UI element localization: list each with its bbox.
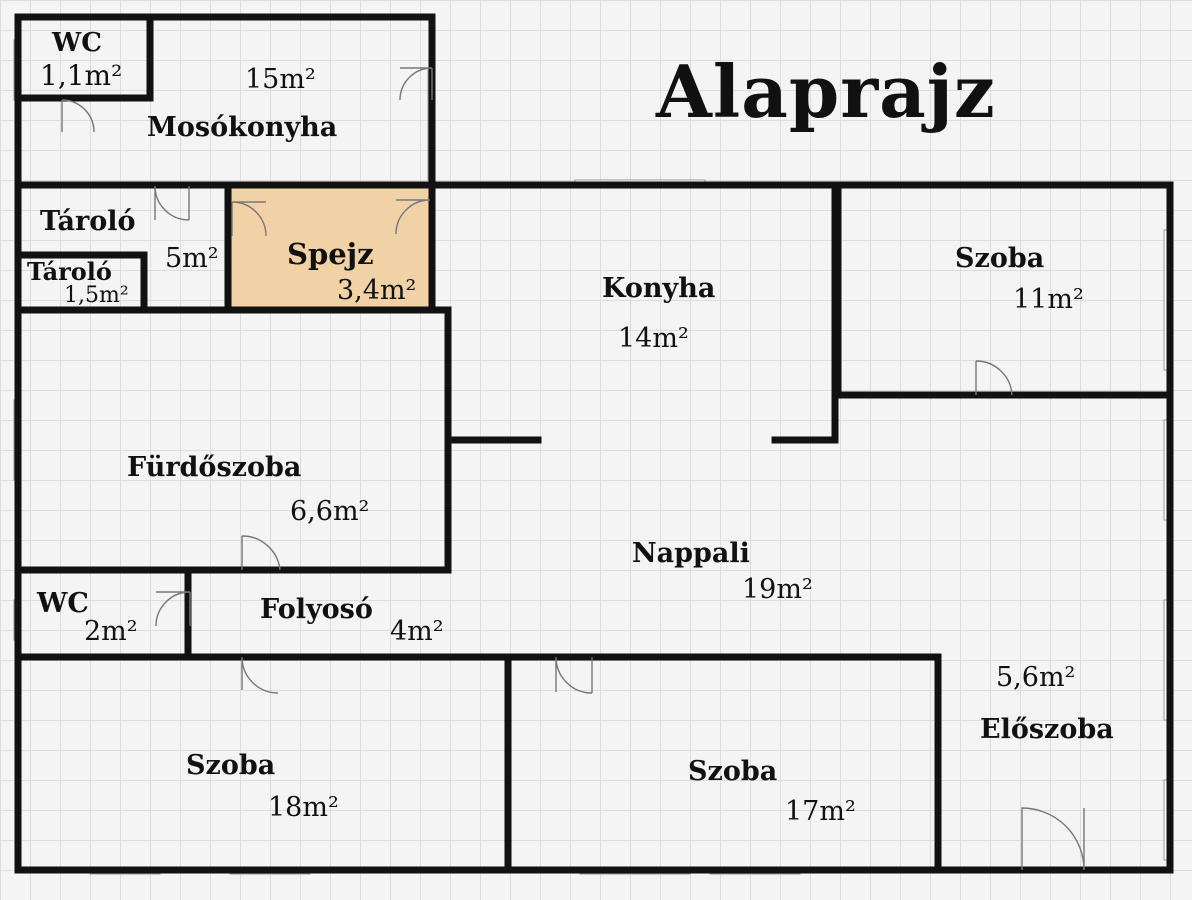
spejz-fill [230,187,430,310]
room-area-tarolo-small: 1,5m² [64,283,129,308]
room-name-furdo: Fürdőszoba [127,452,302,483]
room-area-furdo: 6,6m² [290,496,370,527]
room-name-szoba-sw: Szoba [186,750,276,781]
room-area-konyha: 14m² [618,323,689,354]
room-area-spejz: 3,4m² [337,275,417,306]
room-name-tarolo-big: Tároló [40,206,136,237]
room-name-wc-top: WC [52,28,102,58]
room-area-wc-mid: 2m² [84,616,138,647]
room-name-nappali: Nappali [632,538,750,569]
room-name-spejz: Spejz [287,237,374,271]
room-area-wc-top: 1,1m² [40,59,123,92]
room-area-szoba-s: 17m² [785,796,856,827]
room-area-szoba-ne: 11m² [1013,284,1084,315]
walls [14,13,1174,874]
room-area-tarolo-big: 5m² [165,243,219,274]
room-name-tarolo-small: Tároló [27,257,112,286]
room-name-szoba-ne: Szoba [955,243,1045,274]
room-area-moso: 15m² [245,64,316,95]
room-name-eloszoba: Előszoba [980,714,1114,745]
room-name-konyha: Konyha [602,273,716,304]
room-area-eloszoba: 5,6m² [996,662,1076,693]
doors [61,67,1085,871]
room-name-szoba-s: Szoba [688,756,778,787]
room-area-folyoso: 4m² [390,616,444,647]
room-name-wc-mid: WC [37,588,89,619]
plan-title: Alaprajz [656,49,996,134]
room-name-moso: Mosókonyha [147,112,338,143]
room-area-nappali: 19m² [742,574,813,605]
room-area-szoba-sw: 18m² [268,792,339,823]
room-name-folyoso: Folyosó [260,594,373,625]
